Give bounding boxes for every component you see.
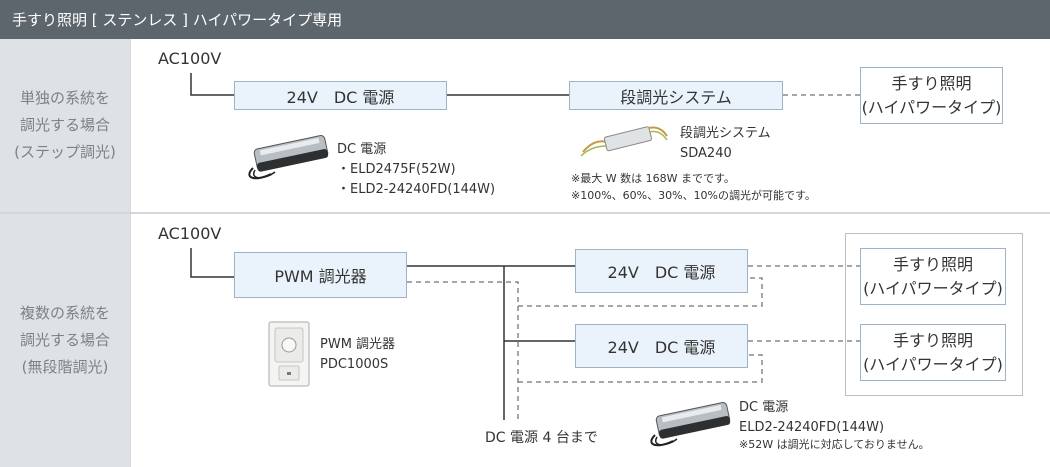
dc-power-box-1: 24V DC 電源 [575,249,748,293]
section1-label-line: 調光する場合 [19,116,110,134]
section2-label-line: 調光する場合 [19,331,110,349]
ac-line-1 [190,73,234,96]
handrail-light-box: 手すり照明 (ハイパワータイプ) [860,67,1003,124]
section1-label: 単独の系統を 調光する場合 (ステップ調光) [0,39,130,212]
dimmer-system-image [580,126,668,157]
caption-line: ・ELD2475F(52W) [337,162,456,177]
section-divider [0,212,1050,214]
pwm-signal-line [407,281,519,420]
handrail-light-box-2: 手すり照明 (ハイパワータイプ) [860,324,1006,381]
ac-label-2: AC100V [158,224,222,243]
light-label: 手すり照明 [892,254,973,274]
signal-to-power1-line [518,277,763,307]
pwm-caption: PWM 調光器 PDC1000S [320,335,395,375]
section2-label-line: (無段階調光) [21,358,109,376]
caption-line: PDC1000S [320,357,389,372]
light-label: (ハイパワータイプ) [863,278,1003,298]
light-label: 手すり照明 [892,330,973,350]
caption-line: PWM 調光器 [320,337,396,352]
power-supply-image-2 [650,401,731,447]
note-line: ※100%、60%、30%、10%の調光が可能です。 [571,189,816,202]
column-divider [130,39,131,467]
section1-label-line: 単独の系統を [19,89,110,107]
power-caption: DC 電源 ・ELD2475F(52W) ・ELD2-24240FD(144W) [337,140,495,200]
section1-label-line: (ステップ調光) [14,143,116,161]
caption-line: ・ELD2-24240FD(144W) [337,182,496,197]
section2-label-line: 複数の系統を [19,304,110,322]
light-label: (ハイパワータイプ) [863,354,1003,374]
page-header: 手すり照明 [ ステンレス ] ハイパワータイプ専用 [0,0,1050,39]
dc-power-box-2: 24V DC 電源 [575,324,748,368]
ac-line-2 [190,248,234,278]
power-note: ※52W は調光に対応しておりません。 [739,438,930,451]
light-label: 手すり照明 [891,73,972,93]
dimmer-notes: ※最大 W 数は 168W までです。 ※100%、60%、30%、10%の調光… [571,170,816,204]
caption-line: DC 電源 [337,142,387,157]
power-supply-image [248,134,329,180]
power-caption-2: DC 電源 ELD2-24240FD(144W) [739,398,884,438]
max-units-label: DC 電源 4 台まで [485,430,598,446]
handrail-light-box-1: 手すり照明 (ハイパワータイプ) [860,248,1006,305]
note-line: ※最大 W 数は 168W までです。 [571,172,735,185]
pwm-dimmer-box: PWM 調光器 [234,252,407,298]
caption-line: 段調光システム [680,126,771,141]
ac-label-1: AC100V [158,49,222,68]
dimmer-caption: 段調光システム SDA240 [680,124,771,164]
pwm-dimmer-image [268,321,310,387]
caption-line: DC 電源 [739,400,789,415]
section2-label: 複数の系統を 調光する場合 (無段階調光) [0,214,130,467]
step-dimmer-box: 段調光システム [569,81,783,110]
signal-to-power2-line [518,354,763,383]
caption-line: ELD2-24240FD(144W) [739,420,885,435]
caption-line: SDA240 [680,146,732,161]
lights-group-frame [845,233,1023,396]
header-title: 手すり照明 [ ステンレス ] ハイパワータイプ専用 [12,11,343,29]
light-label: (ハイパワータイプ) [861,97,1002,117]
dc-power-box: 24V DC 電源 [234,81,447,110]
